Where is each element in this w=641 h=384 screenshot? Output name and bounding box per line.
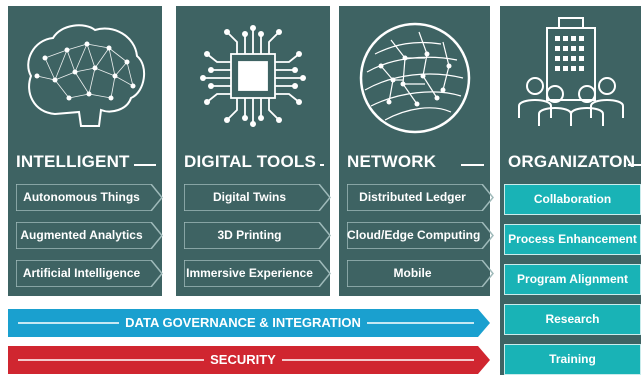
list-item: Cloud/Edge Computing — [347, 222, 494, 249]
banner-label: SECURITY — [204, 352, 282, 367]
network-panel: NETWORK Distributed Ledger Cloud/Edge Co… — [339, 6, 494, 298]
title-underline — [628, 164, 641, 166]
list-item: Autonomous Things — [16, 184, 163, 211]
panel-title: INTELLIGENT — [16, 152, 130, 171]
building-people-icon — [500, 14, 641, 142]
item-label: Mobile — [393, 266, 432, 280]
item-label: Immersive Experience — [186, 266, 313, 280]
list-item: Program Alignment — [504, 264, 641, 295]
title-underline — [461, 164, 484, 166]
globe-circuit-icon — [339, 14, 490, 142]
list-item: Augmented Analytics — [16, 222, 163, 249]
list-item: Training — [504, 344, 641, 375]
title-underline — [320, 164, 324, 166]
banner-label: DATA GOVERNANCE & INTEGRATION — [119, 315, 367, 330]
list-item: 3D Printing — [184, 222, 331, 249]
list-item: Distributed Ledger — [347, 184, 494, 211]
digital-tools-panel: DIGITAL TOOLS Digital Twins 3D Printing … — [176, 6, 331, 298]
item-label: Distributed Ledger — [359, 190, 466, 204]
item-label: 3D Printing — [217, 228, 282, 242]
item-list: Digital Twins 3D Printing Immersive Expe… — [184, 184, 331, 298]
panel-title: NETWORK — [347, 152, 437, 171]
list-item: Immersive Experience — [184, 260, 331, 287]
intelligent-panel: INTELLIGENT Autonomous Things Augmented … — [8, 6, 163, 298]
list-item: Mobile — [347, 260, 494, 287]
panel-title: ORGANIZATON — [508, 152, 636, 171]
list-item: Collaboration — [504, 184, 641, 215]
brain-icon — [8, 14, 162, 142]
item-label: Autonomous Things — [23, 190, 140, 204]
panel-title: DIGITAL TOOLS — [184, 152, 316, 171]
list-item: Digital Twins — [184, 184, 331, 211]
item-label: Artificial Intelligence — [22, 266, 141, 280]
item-label: Digital Twins — [212, 190, 287, 204]
list-item: Artificial Intelligence — [16, 260, 163, 287]
list-item: Process Enhancement — [504, 224, 641, 255]
item-label: Cloud/Edge Computing — [347, 228, 481, 242]
chip-icon — [176, 14, 330, 142]
title-underline — [134, 164, 156, 166]
item-list: Distributed Ledger Cloud/Edge Computing … — [347, 184, 494, 298]
item-label: Augmented Analytics — [20, 228, 143, 242]
item-list: Autonomous Things Augmented Analytics Ar… — [16, 184, 163, 298]
organization-panel: ORGANIZATON Collaboration Process Enhanc… — [500, 6, 641, 375]
list-item: Research — [504, 304, 641, 335]
item-list: Collaboration Process Enhancement Progra… — [504, 184, 641, 384]
security-banner: SECURITY — [8, 346, 490, 374]
data-governance-banner: DATA GOVERNANCE & INTEGRATION — [8, 309, 490, 337]
